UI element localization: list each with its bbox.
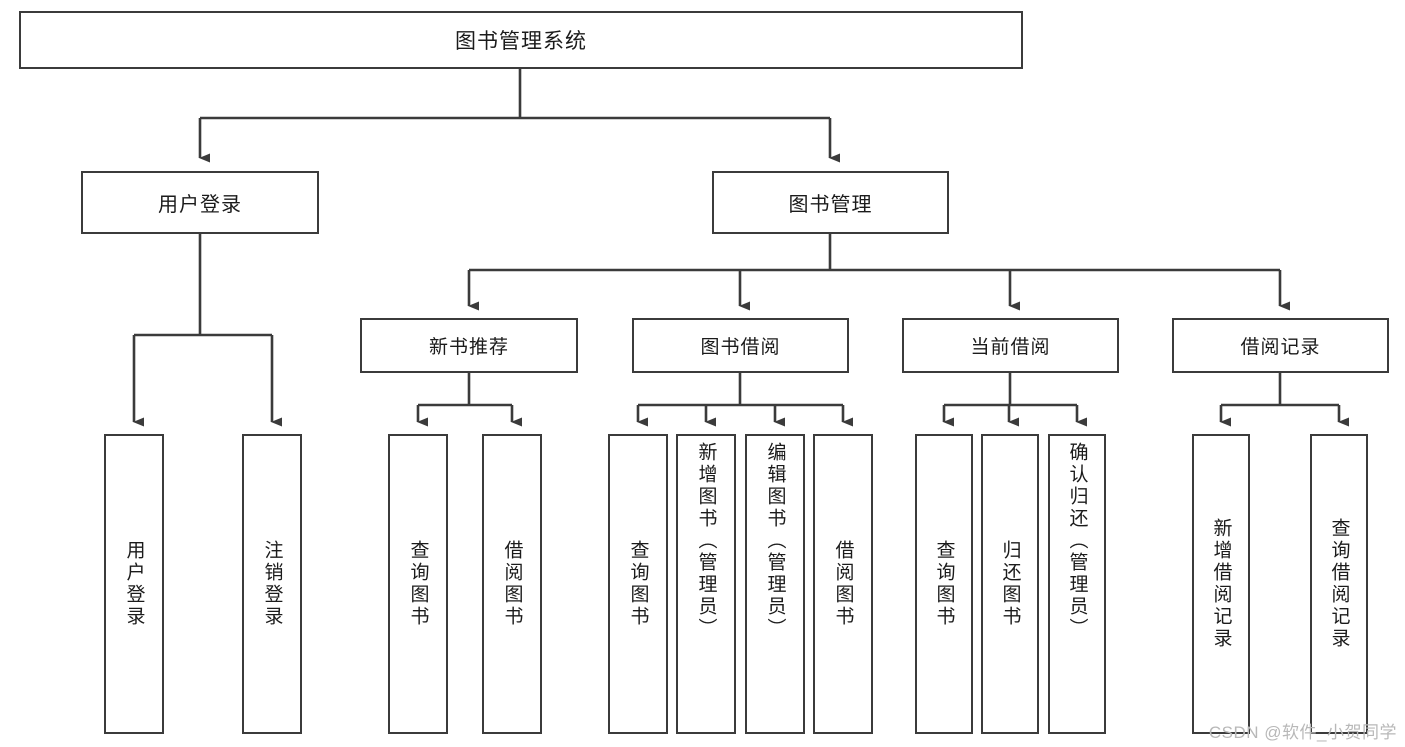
leaf-book-borrow-add[interactable]: 新增图书（管理员） (676, 434, 736, 734)
node-current-borrow[interactable]: 当前借阅 (902, 318, 1119, 373)
node-borrow-records[interactable]: 借阅记录 (1172, 318, 1389, 373)
leaf-book-borrow-borrow[interactable]: 借阅图书 (813, 434, 873, 734)
leaf-new-book-borrow-label: 借阅图书 (501, 540, 523, 628)
leaf-book-borrow-add-label: 新增图书（管理员） (695, 442, 717, 640)
node-book-management[interactable]: 图书管理 (712, 171, 949, 234)
node-root-system[interactable]: 图书管理系统 (19, 11, 1023, 69)
node-book-borrow[interactable]: 图书借阅 (632, 318, 849, 373)
leaf-current-borrow-confirm-label: 确认归还（管理员） (1066, 442, 1088, 640)
node-book-management-label: 图书管理 (788, 194, 873, 216)
leaf-current-borrow-return-label: 归还图书 (999, 540, 1021, 628)
leaf-book-borrow-query[interactable]: 查询图书 (608, 434, 668, 734)
leaf-borrow-record-query[interactable]: 查询借阅记录 (1310, 434, 1368, 734)
leaf-current-borrow-return[interactable]: 归还图书 (981, 434, 1039, 734)
leaf-new-book-borrow[interactable]: 借阅图书 (482, 434, 542, 734)
leaf-current-borrow-query[interactable]: 查询图书 (915, 434, 973, 734)
leaf-book-borrow-borrow-label: 借阅图书 (832, 540, 854, 628)
leaf-borrow-record-add-label: 新增借阅记录 (1210, 518, 1232, 650)
node-new-book-recommend-label: 新书推荐 (428, 337, 509, 358)
leaf-new-book-query-label: 查询图书 (407, 540, 429, 628)
node-user-login[interactable]: 用户登录 (81, 171, 319, 234)
leaf-user-login-login-label: 用户登录 (123, 540, 145, 628)
leaf-book-borrow-query-label: 查询图书 (627, 540, 649, 628)
leaf-user-login-logout[interactable]: 注销登录 (242, 434, 302, 734)
node-new-book-recommend[interactable]: 新书推荐 (360, 318, 578, 373)
node-borrow-records-label: 借阅记录 (1240, 337, 1321, 358)
leaf-new-book-query[interactable]: 查询图书 (388, 434, 448, 734)
leaf-user-login-login[interactable]: 用户登录 (104, 434, 164, 734)
leaf-book-borrow-edit[interactable]: 编辑图书（管理员） (745, 434, 805, 734)
node-current-borrow-label: 当前借阅 (970, 337, 1051, 358)
leaf-book-borrow-edit-label: 编辑图书（管理员） (764, 442, 786, 640)
node-book-borrow-label: 图书借阅 (700, 337, 781, 358)
leaf-current-borrow-query-label: 查询图书 (933, 540, 955, 628)
node-root-system-label: 图书管理系统 (455, 30, 587, 53)
leaf-current-borrow-confirm[interactable]: 确认归还（管理员） (1048, 434, 1106, 734)
csdn-watermark: CSDN @软件_小贺同学 (1208, 723, 1397, 742)
leaf-borrow-record-query-label: 查询借阅记录 (1328, 518, 1350, 650)
leaf-borrow-record-add[interactable]: 新增借阅记录 (1192, 434, 1250, 734)
leaf-user-login-logout-label: 注销登录 (261, 540, 283, 628)
node-user-login-label: 用户登录 (158, 194, 242, 216)
